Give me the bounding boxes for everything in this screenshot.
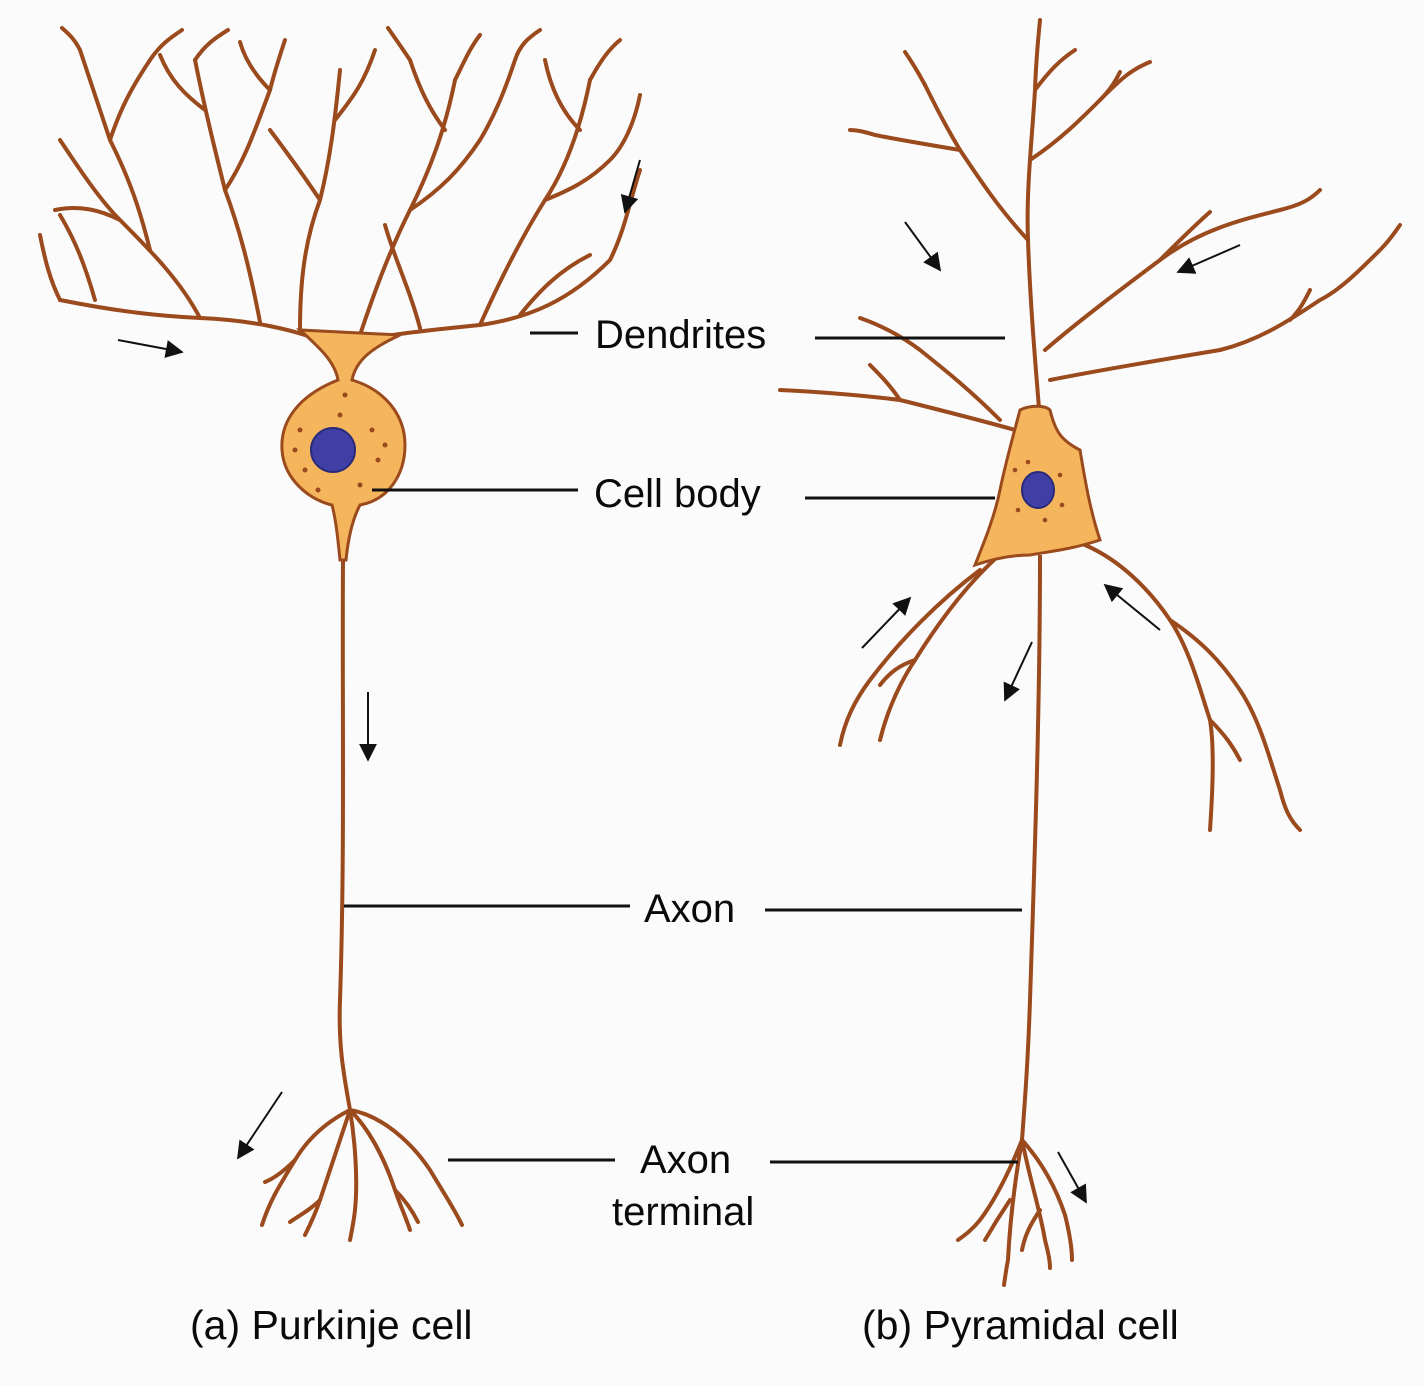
arrow [620,159,641,214]
pyramidal-cell [778,18,1402,1287]
purkinje-axon [337,559,352,1111]
arrow [1103,583,1161,631]
label-axon: Axon [644,887,736,931]
arrow [1057,1151,1087,1204]
purkinje-nucleus [310,427,356,473]
pyramidal-axon-terminal [956,1138,1074,1287]
arrow [1176,244,1241,274]
arrow [1003,641,1033,702]
purkinje-axon-terminal [260,1108,464,1242]
label-axon-terminal-line2: terminal [612,1190,755,1234]
caption-pyramidal: (b) Pyramidal cell [862,1302,1179,1348]
label-dendrites: Dendrites [595,313,767,357]
arrow [861,596,912,649]
label-axon-terminal-line1: Axon [640,1138,732,1182]
pyramidal-nucleus [1021,471,1055,509]
arrow [237,1091,283,1160]
pyramidal-dendrites [778,18,1402,432]
signal-arrows [117,159,1241,1204]
caption-purkinje: (a) Purkinje cell [190,1302,473,1348]
leader-lines [344,331,1022,1164]
arrow [904,221,942,272]
purkinje-granules [292,392,388,493]
pyramidal-granules [1012,459,1065,523]
pyramidal-axon [1020,554,1042,1141]
label-cell-body: Cell body [594,472,761,516]
purkinje-cell [38,26,642,1242]
purkinje-dendrites [38,26,642,347]
arrow [117,339,184,358]
pyramidal-basal-dendrites [838,543,1302,832]
